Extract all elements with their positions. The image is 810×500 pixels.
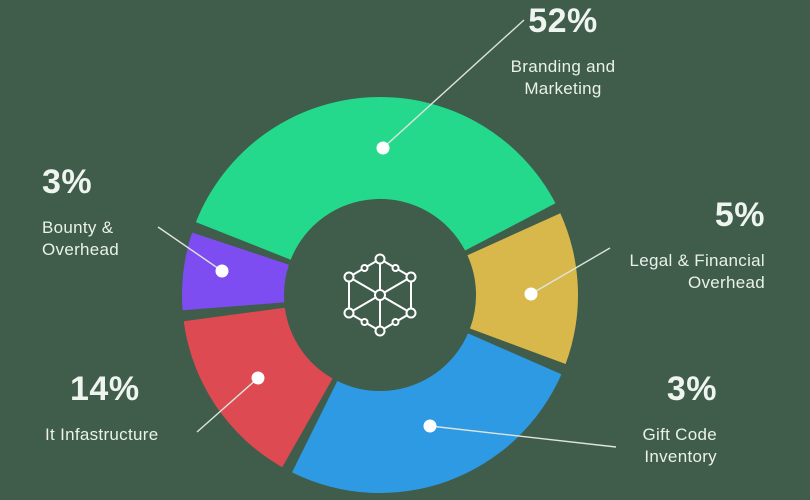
slice-name: Gift Code Inventory [642, 425, 717, 467]
slice-name: Branding and Marketing [510, 57, 616, 99]
leader-line-gift-code-inventory [429, 425, 617, 448]
slices-group [182, 96, 579, 494]
slice-name: Bounty & Overhead [42, 218, 120, 260]
donut-slice-legal-financial-overhead [467, 213, 579, 364]
leader-dot-branding-marketing [376, 141, 390, 155]
leader-line-legal-financial-overhead [530, 247, 611, 295]
donut-slice-gift-code-inventory [292, 333, 562, 494]
label-bounty-overhead: 3% Bounty & Overhead [42, 163, 192, 261]
percent-value: 3% [42, 163, 93, 201]
leader-dot-it-infrastructure [251, 371, 265, 385]
percent-value: 3% [666, 370, 717, 408]
donut-slice-branding-marketing [195, 96, 556, 260]
percent-value: 14% [70, 370, 140, 408]
label-branding-marketing: 52% Branding and Marketing [483, 2, 643, 100]
leader-lines-group [157, 19, 617, 448]
label-gift-code-inventory: 3% Gift Code Inventory [567, 370, 717, 468]
slice-name: Legal & Financial Overhead [629, 251, 765, 293]
leader-line-bounty-overhead [157, 226, 223, 272]
label-it-infrastructure: 14% It Infastructure [45, 370, 235, 446]
donut-slice-bounty-overhead [182, 232, 289, 311]
label-legal-financial-overhead: 5% Legal & Financial Overhead [590, 196, 765, 294]
dots-group [215, 141, 538, 433]
leader-dot-legal-financial-overhead [524, 287, 538, 301]
percent-value: 52% [528, 2, 598, 40]
slice-name: It Infastructure [45, 425, 159, 444]
leader-dot-gift-code-inventory [423, 419, 437, 433]
network-hexagon-icon [343, 253, 417, 337]
leader-line-it-infrastructure [196, 377, 259, 433]
percent-value: 5% [714, 196, 765, 234]
donut-slice-it-infrastructure [183, 307, 333, 468]
leader-line-branding-marketing [382, 19, 525, 149]
leader-dot-bounty-overhead [215, 264, 229, 278]
